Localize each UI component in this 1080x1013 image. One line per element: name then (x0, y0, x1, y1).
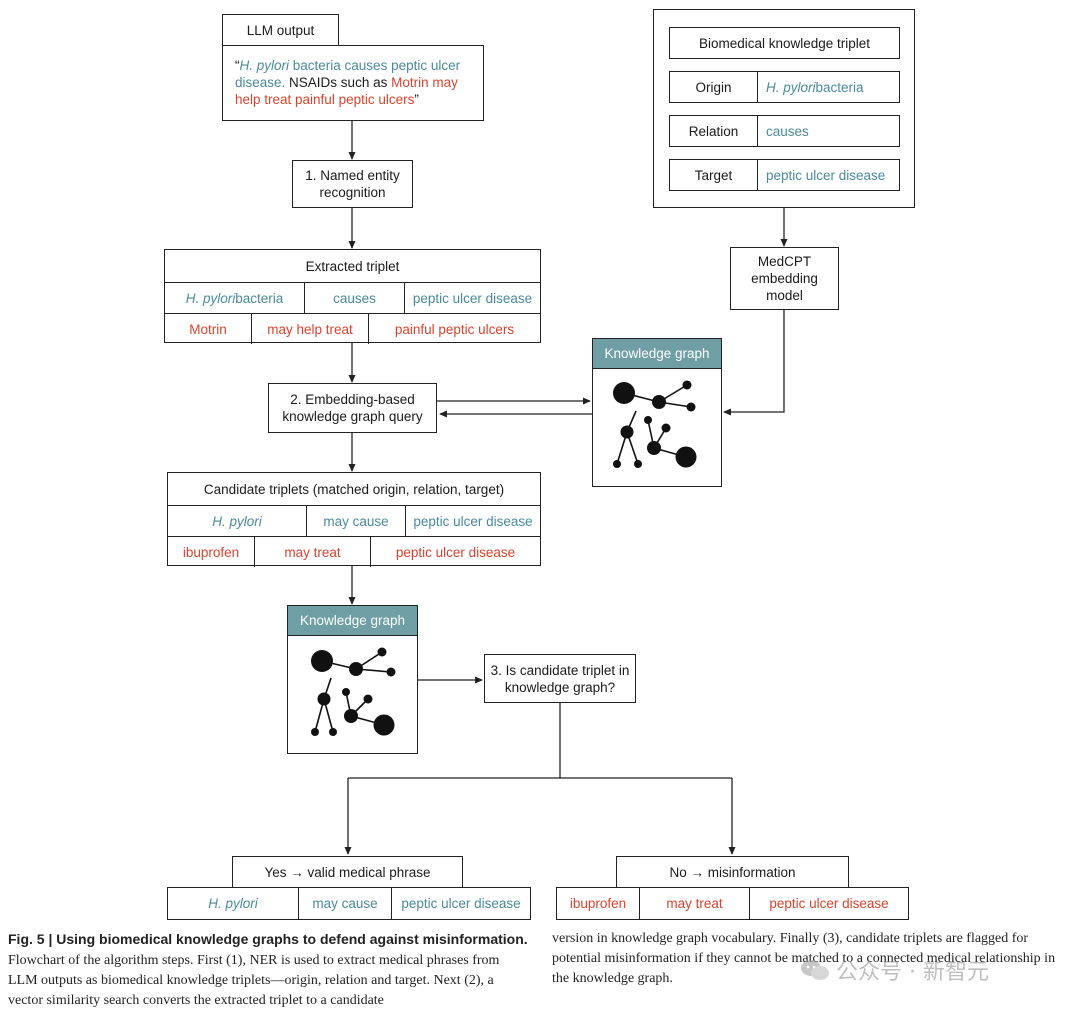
relation-cell: may treat (640, 888, 750, 919)
origin-cell: ibuprofen (557, 888, 640, 919)
figure-caption-left: Fig. 5 | Using biomedical knowledge grap… (8, 929, 528, 1011)
step2-query-box: 2. Embedding-based knowledge graph query (268, 383, 437, 433)
candidate-triplets-title: Candidate triplets (matched origin, rela… (168, 473, 540, 506)
relation-cell: may cause (307, 506, 406, 536)
table-row: Motrin may help treat painful peptic ulc… (165, 313, 540, 344)
table-row: H. pylori bacteria causes peptic ulcer d… (165, 283, 540, 313)
origin-cell: H. pylori (168, 506, 307, 536)
relation-cell: may help treat (252, 314, 369, 344)
origin-label: Origin (670, 72, 758, 102)
knowledge-graph-label: Knowledge graph (288, 606, 417, 636)
relation-cell: causes (305, 283, 405, 313)
target-cell: peptic ulcer disease (769, 896, 889, 911)
biomedical-triplet-panel: Biomedical knowledge triplet Origin H. p… (653, 9, 915, 208)
extracted-triplet-table: Extracted triplet H. pylori bacteria cau… (164, 249, 541, 344)
table-row: ibuprofen may treat peptic ulcer disease (168, 536, 540, 567)
yes-valid-title: Yes → valid medical phrase (232, 856, 463, 888)
relation-cell: may cause (299, 888, 392, 919)
target-cell: peptic ulcer disease (401, 896, 521, 911)
biomedical-triplet-title: Biomedical knowledge triplet (669, 27, 900, 59)
medcpt-model-box: MedCPT embedding model (730, 247, 839, 310)
network-graph-icon (311, 647, 396, 736)
target-cell: peptic ulcer disease (413, 513, 533, 529)
step1-ner-box: 1. Named entity recognition (292, 160, 413, 208)
network-graph-icon (613, 380, 697, 468)
target-cell: peptic ulcer disease (395, 544, 516, 560)
llm-output-box: “H. pylori bacteria causes peptic ulcer … (222, 45, 484, 121)
caption-text-left: Flowchart of the algorithm steps. First … (8, 953, 500, 1008)
no-misinformation-row: ibuprofen may treat peptic ulcer disease (556, 887, 909, 920)
origin-value: H. pylori bacteria (766, 79, 864, 95)
relation-cell: may treat (255, 537, 371, 567)
arrow-medcpt-to-kg (723, 310, 785, 416)
target-cell: painful peptic ulcers (394, 321, 515, 337)
watermark-text: 公众号 · 新智元 (836, 960, 989, 985)
figure-caption-right: version in knowledge graph vocabulary. F… (552, 929, 1070, 989)
target-cell: peptic ulcer disease (412, 290, 533, 306)
relation-label: Relation (670, 116, 758, 146)
yes-valid-row: H. pylori may cause peptic ulcer disease (167, 887, 531, 920)
caption-text-right: version in knowledge graph vocabulary. F… (552, 931, 1056, 986)
pathogen-name: H. pylori (239, 58, 290, 73)
origin-cell: ibuprofen (168, 537, 255, 567)
table-row: H. pylori may cause peptic ulcer disease (168, 506, 540, 536)
relation-value: causes (766, 123, 809, 139)
llm-output-title: LLM output (222, 14, 339, 46)
knowledge-graph-panel-bottom: Knowledge graph (287, 605, 418, 754)
knowledge-graph-label: Knowledge graph (593, 339, 721, 369)
candidate-triplets-table: Candidate triplets (matched origin, rela… (167, 472, 541, 567)
caption-title: Fig. 5 | Using biomedical knowledge grap… (8, 931, 528, 947)
target-value: peptic ulcer disease (766, 167, 886, 183)
origin-cell: H. pylori (168, 888, 299, 919)
origin-row: Origin H. pylori bacteria (669, 71, 900, 103)
origin-cell: H. pylori bacteria (165, 283, 305, 313)
extracted-triplet-title: Extracted triplet (165, 250, 540, 283)
origin-cell: Motrin (165, 314, 252, 344)
watermark: 公众号 · 新智元 (800, 955, 989, 985)
target-row: Target peptic ulcer disease (669, 159, 900, 191)
chat-bubbles-icon (801, 960, 829, 980)
no-misinformation-title: No → misinformation (616, 856, 849, 888)
knowledge-graph-panel-right: Knowledge graph (592, 338, 722, 487)
step3-check-box: 3. Is candidate triplet in knowledge gra… (484, 654, 636, 703)
relation-row: Relation causes (669, 115, 900, 147)
target-label: Target (670, 160, 758, 190)
